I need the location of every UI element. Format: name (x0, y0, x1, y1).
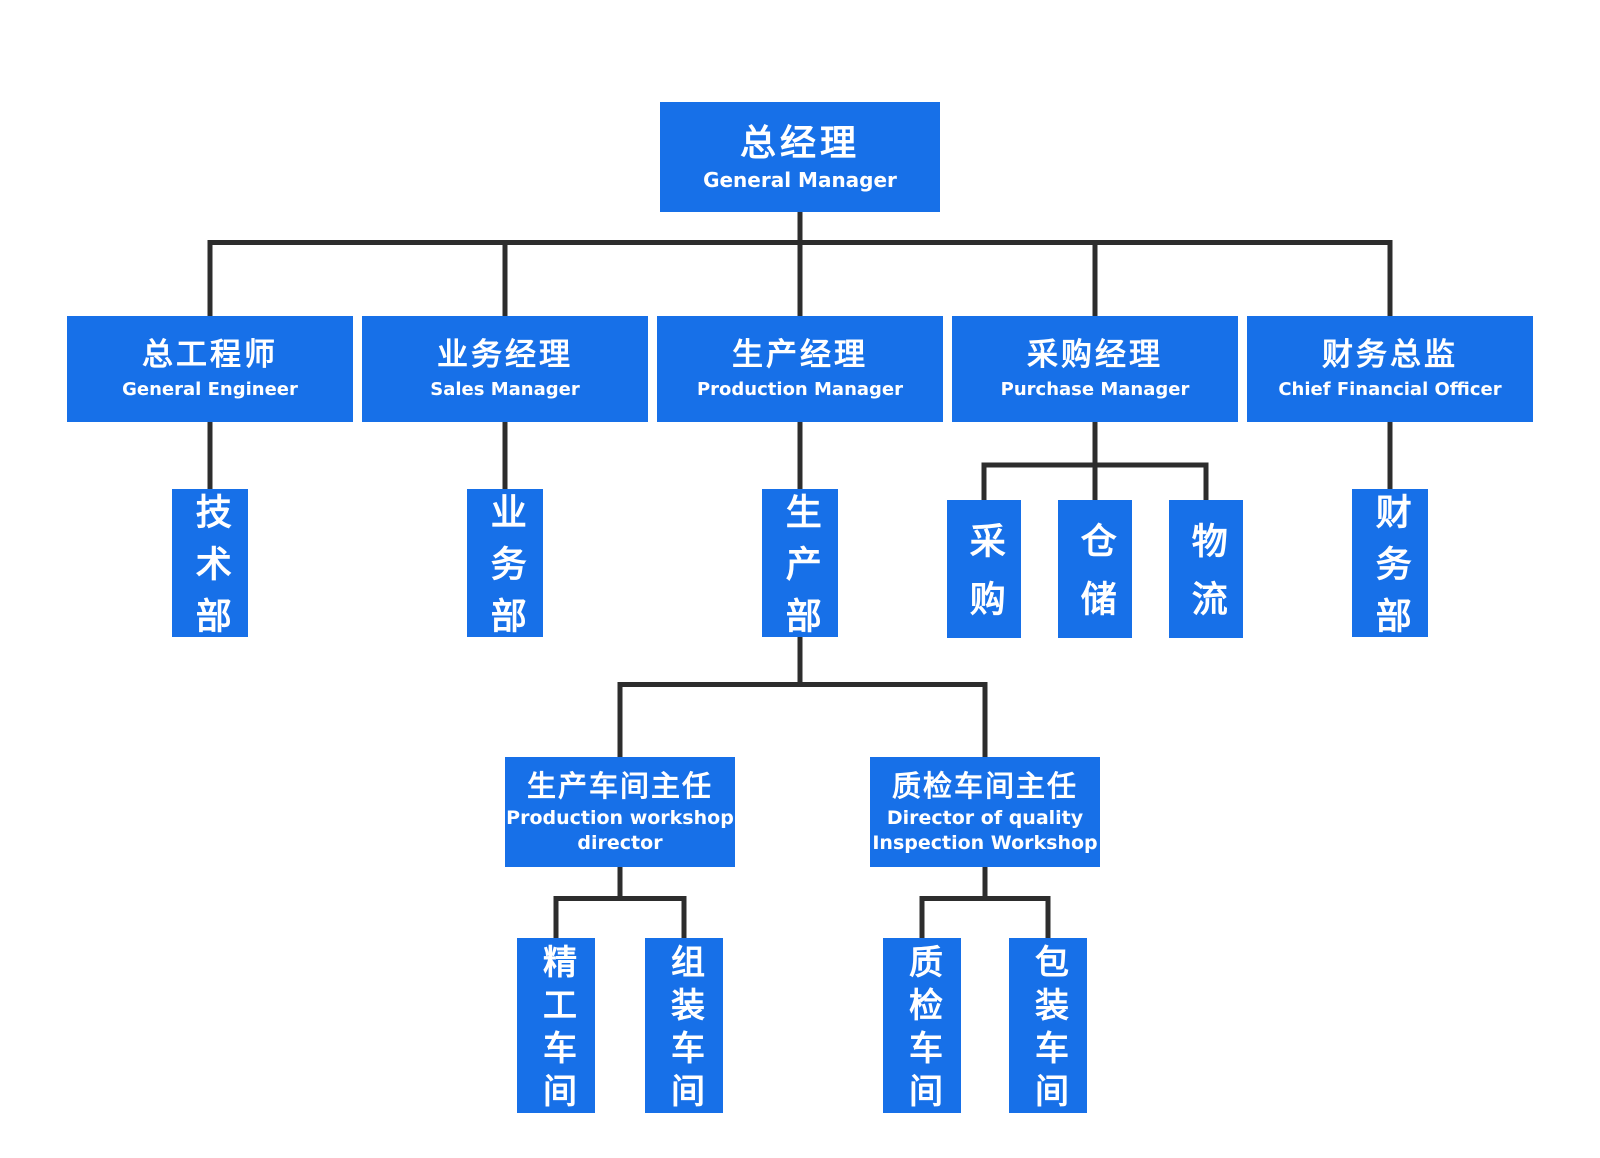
node-subtitle-en-line1: Production workshop (506, 806, 734, 829)
connector-left-workshops-rake (553, 896, 687, 938)
node-title-zh: 采购经理 (1027, 337, 1163, 374)
node-packaging-workshop: 包装车间 (1009, 938, 1087, 1116)
node-sales-manager: 业务经理 Sales Manager (362, 316, 648, 422)
node-subtitle-en: General Engineer (122, 378, 298, 400)
node-business-dept: 业务部 (467, 489, 543, 649)
node-title-zh: 包装车间 (1028, 944, 1069, 1116)
node-warehousing: 仓储 (1058, 500, 1132, 638)
node-title-zh: 生产车间主任 (526, 769, 713, 804)
node-subtitle-en: Chief Financial Officer (1278, 378, 1502, 400)
node-general-engineer: 总工程师 General Engineer (67, 316, 353, 422)
node-production-workshop-director: 生产车间主任 Production workshop director (505, 757, 735, 867)
node-subtitle-en-line2: director (577, 831, 663, 854)
node-subtitle-en-line2: Inspection Workshop (872, 831, 1098, 854)
node-subtitle-en-line1: Director of quality (886, 806, 1084, 829)
node-title-zh: 组装车间 (664, 944, 705, 1116)
connector-directors-rake (617, 682, 988, 757)
node-finance-dept: 财务部 (1352, 489, 1428, 649)
node-title-zh: 业务部 (484, 493, 526, 649)
node-general-manager: 总经理 General Manager (660, 102, 940, 212)
node-precision-workshop: 精工车间 (517, 938, 595, 1116)
node-chief-financial-officer: 财务总监 Chief Financial Officer (1247, 316, 1533, 422)
node-title-zh: 总工程师 (142, 337, 278, 374)
node-purchase-manager: 采购经理 Purchase Manager (952, 316, 1238, 422)
node-title-zh: 财务总监 (1322, 337, 1458, 374)
node-title-zh: 物流 (1185, 522, 1227, 638)
node-production-dept: 生产部 (762, 489, 838, 649)
node-title-zh: 业务经理 (437, 337, 573, 374)
node-quality-inspection-director: 质检车间主任 Director of quality Inspection Wo… (870, 757, 1100, 867)
node-title-zh: 总经理 (739, 122, 860, 164)
node-subtitle-en: Purchase Manager (1000, 378, 1190, 400)
node-subtitle-en: Production Manager (696, 378, 903, 400)
connector-right-workshops-rake (919, 896, 1051, 938)
connector-purchase-rake (981, 462, 1209, 500)
node-technology-dept: 技术部 (172, 489, 248, 649)
node-title-zh: 精工车间 (536, 944, 577, 1116)
node-title-zh: 财务部 (1369, 493, 1411, 649)
node-quality-inspection-workshop: 质检车间 (883, 938, 961, 1116)
node-logistics: 物流 (1169, 500, 1243, 638)
node-subtitle-en: General Manager (703, 168, 897, 193)
node-title-zh: 生产经理 (732, 337, 868, 374)
node-assembly-workshop: 组装车间 (645, 938, 723, 1116)
node-subtitle-en: Sales Manager (430, 378, 580, 400)
node-title-zh: 质检车间 (902, 944, 943, 1116)
node-title-zh: 采购 (963, 522, 1005, 638)
node-title-zh: 仓储 (1074, 522, 1116, 638)
node-procurement: 采购 (947, 500, 1021, 638)
node-title-zh: 技术部 (189, 493, 231, 649)
node-production-manager: 生产经理 Production Manager (657, 316, 943, 422)
node-title-zh: 生产部 (779, 493, 821, 649)
node-title-zh: 质检车间主任 (891, 769, 1078, 804)
